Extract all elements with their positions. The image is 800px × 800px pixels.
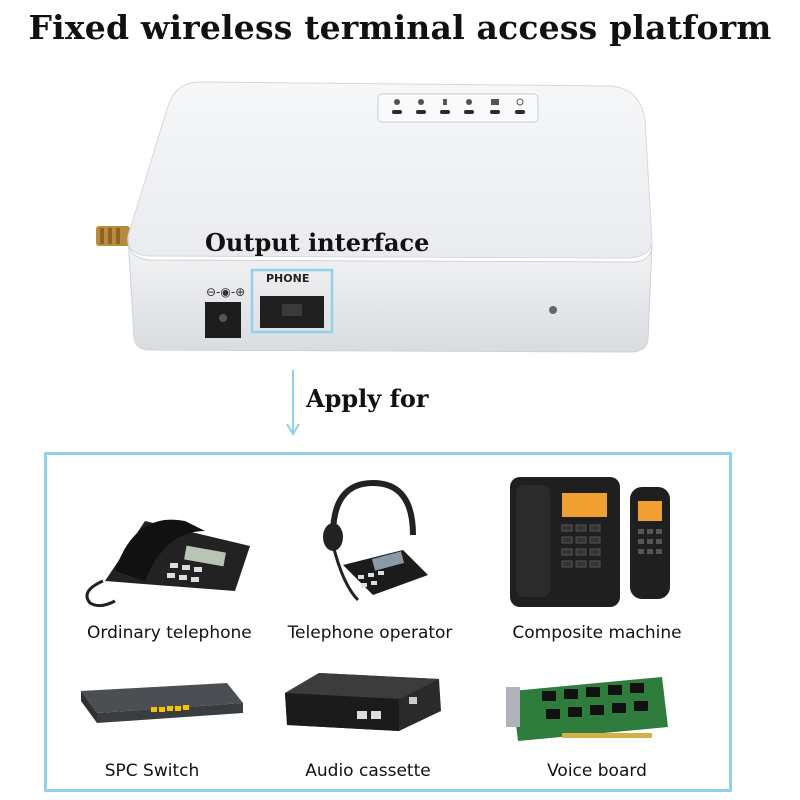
arrow-down-icon	[286, 370, 300, 436]
voice-board-image	[502, 671, 672, 751]
output-interface-label: Output interface	[205, 228, 430, 257]
reset-hole	[549, 306, 557, 314]
ordinary-telephone-caption: Ordinary telephone	[87, 623, 252, 643]
audio-cassette-caption: Audio cassette	[305, 761, 431, 781]
svg-text:⊖-◉-⊕: ⊖-◉-⊕	[206, 285, 245, 299]
composite-machine-caption: Composite machine	[512, 623, 682, 643]
antenna-connector	[96, 226, 130, 246]
ordinary-telephone-image	[75, 491, 255, 611]
apply-for-label: Apply for	[306, 384, 429, 413]
audio-cassette-image	[279, 667, 449, 739]
phone-port-label: PHONE	[266, 272, 310, 285]
composite-machine-image	[502, 473, 692, 613]
telephone-operator-caption: Telephone operator	[287, 623, 453, 643]
page-title: Fixed wireless terminal access platform	[28, 8, 772, 47]
applications-panel: Ordinary telephone Telephone operator	[44, 452, 732, 792]
power-jack: ⊖-◉-⊕	[205, 285, 245, 338]
phone-port	[250, 268, 334, 334]
voice-board-caption: Voice board	[547, 761, 647, 781]
led-indicator-panel	[377, 93, 539, 123]
spc-switch-caption: SPC Switch	[104, 761, 200, 781]
wireless-terminal-device: ⊖-◉-⊕	[96, 81, 653, 353]
spc-switch-image	[77, 677, 247, 737]
telephone-operator-image	[303, 475, 433, 610]
